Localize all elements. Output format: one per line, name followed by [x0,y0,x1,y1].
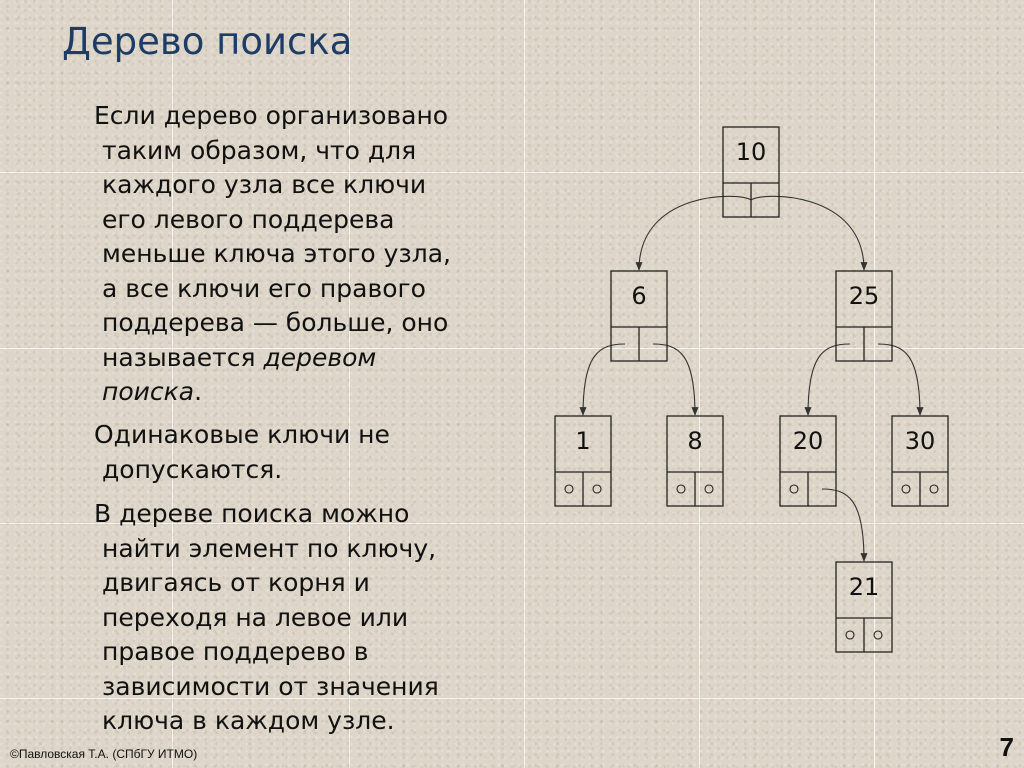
text-line: В дереве поиска можно [94,499,410,528]
search-paragraph: В дереве поиска можно найти элемент по к… [94,497,514,739]
text-line: меньше ключа этого узла, [102,239,451,268]
null-pointer-mark [901,484,911,494]
text-line: его левого поддерева [102,204,395,234]
node-key: 6 [631,282,646,310]
null-pointer-mark [704,484,714,494]
tree-edge [877,343,924,416]
text-line: допускаются. [102,454,283,484]
grid-line [699,0,700,768]
tree-edge [652,343,699,416]
grid-line [0,698,1024,699]
copyright-credit: ©Павловская Т.А. (СПбГУ ИТМО) [10,747,198,761]
tree-edge [804,343,851,416]
node-key: 20 [793,427,824,455]
node-key: 8 [687,427,702,455]
tree-node-21: 21 [835,561,893,653]
page-title: Дерево поиска [62,20,353,63]
text-line: зависимости от значения [102,671,439,701]
text-line: двигаясь от корня и [102,568,370,597]
node-key: 10 [736,138,767,166]
tree-edge [579,343,626,416]
node-key: 25 [849,282,880,310]
tree-node-20: 20 [779,415,837,507]
node-key: 21 [849,573,880,601]
tree-node-30: 30 [891,415,949,507]
grid-line [0,523,1024,524]
text-line: Одинаковые ключи не [94,420,390,449]
definition-paragraph: Если дерево организовано таким образом, … [94,99,514,410]
tree-node-1: 1 [554,415,612,507]
node-key: 1 [575,427,590,455]
term-emphasis: деревом [263,342,377,372]
null-pointer-mark [789,484,799,494]
text-line: поиска. [94,375,514,410]
text-line: найти элемент по ключу, [102,533,437,563]
term-emphasis: поиска [102,377,195,406]
grid-line [0,348,1024,349]
grid-line [0,172,1024,173]
text-line: называется деревом [94,341,514,376]
text-line: а все ключи его правого [102,273,426,303]
duplicate-keys-paragraph: Одинаковые ключи не допускаются. [94,418,514,487]
null-pointer-mark [845,630,855,640]
grid-line [172,0,173,768]
page-number: 7 [999,732,1014,762]
tree-edge [821,488,868,562]
tree-edge [635,195,752,271]
null-pointer-mark [929,484,939,494]
text-line: ключа в каждом узле. [102,706,395,735]
tree-node-25: 25 [835,270,893,362]
text-fragment: называется [102,342,264,372]
tree-node-8: 8 [666,415,724,507]
null-pointer-mark [592,484,602,494]
text-line: Если дерево организовано [94,101,449,130]
text-line: правое поддерево в [102,637,369,666]
text-line: таким образом, что для [102,135,417,165]
null-pointer-mark [676,484,686,494]
text-line: переходя на левое или [102,602,409,632]
node-key: 30 [905,427,936,455]
tree-edge [750,195,868,271]
grid-line [874,0,875,768]
grid-line [349,0,350,768]
null-pointer-mark [873,630,883,640]
null-pointer-mark [564,484,574,494]
tree-node-6: 6 [610,270,668,362]
text-fragment: . [194,377,203,406]
text-line: каждого узла все ключи [102,170,427,199]
tree-node-10: 10 [722,126,780,218]
grid-line [524,0,525,768]
text-line: поддерева — больше, оно [102,308,449,337]
